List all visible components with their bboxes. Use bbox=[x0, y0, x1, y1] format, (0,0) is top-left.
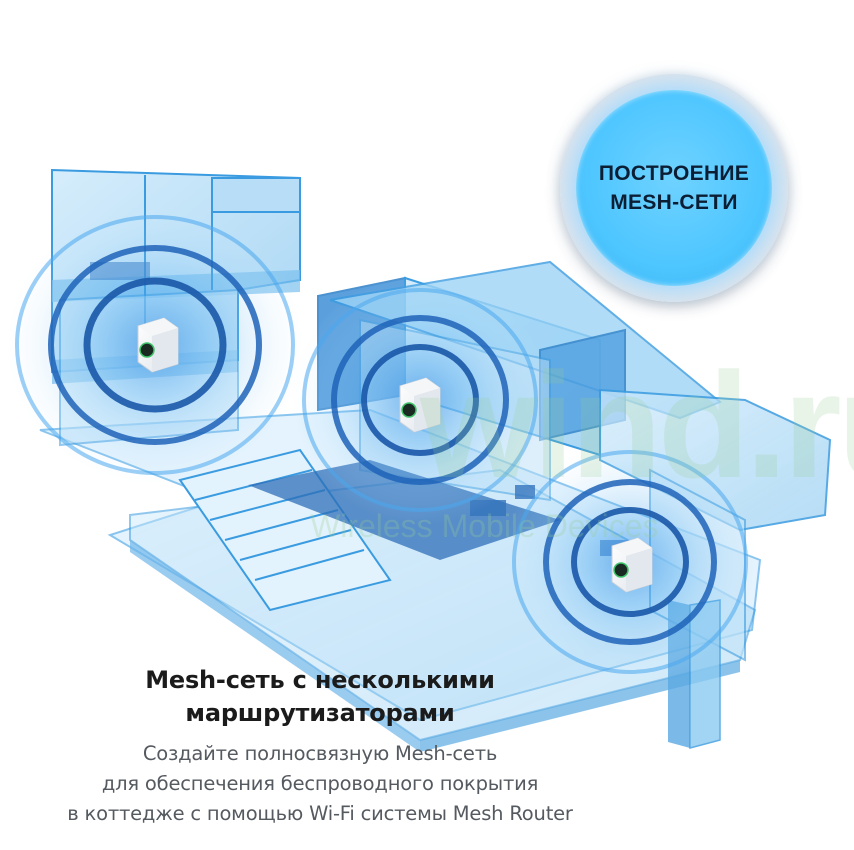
caption-desc-line-1: Создайте полносвязную Mesh-сеть bbox=[142, 742, 498, 765]
badge-line-1: ПОСТРОЕНИЕ bbox=[598, 162, 750, 185]
caption-desc-line-2: для обеспечения беспроводного покрытия bbox=[101, 772, 539, 795]
caption: Mesh-сеть с несколькими маршрутизаторами… bbox=[0, 664, 640, 829]
router-cube-icon bbox=[611, 537, 653, 593]
router-cube-icon bbox=[399, 377, 441, 433]
caption-description: Создайте полносвязную Mesh-сеть для обес… bbox=[0, 739, 640, 829]
badge-text: ПОСТРОЕНИЕ MESH-СЕТИ bbox=[576, 90, 772, 286]
badge-line-2: MESH-СЕТИ bbox=[610, 191, 738, 214]
caption-title-line-2: маршрутизаторами bbox=[185, 699, 455, 727]
heading-badge: ПОСТРОЕНИЕ MESH-СЕТИ bbox=[552, 74, 832, 302]
router-cube-icon bbox=[137, 317, 179, 373]
caption-title: Mesh-сеть с несколькими маршрутизаторами bbox=[0, 664, 640, 730]
caption-desc-line-3: в коттедже с помощью Wi-Fi системы Mesh … bbox=[67, 802, 573, 825]
caption-title-line-1: Mesh-сеть с несколькими bbox=[145, 666, 495, 694]
badge-disc bbox=[576, 90, 772, 286]
